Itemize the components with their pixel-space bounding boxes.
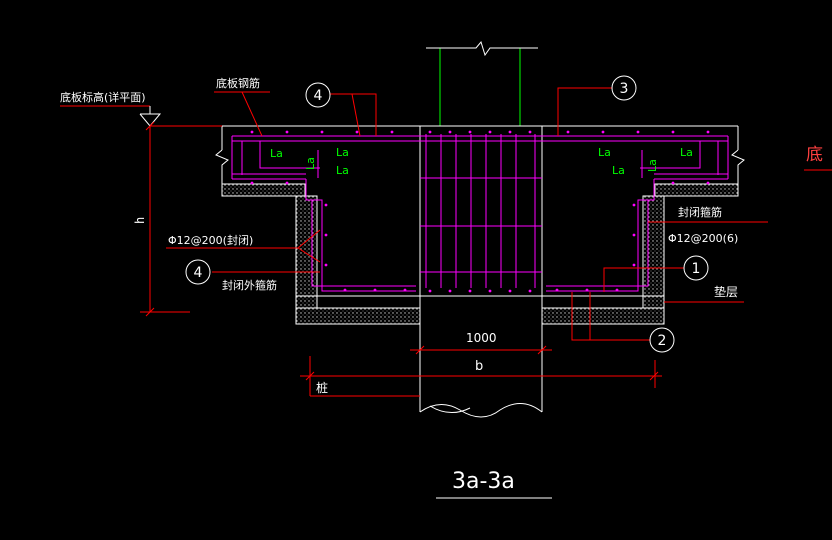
label-bottom-elevation: 底板标高(详平面) [60,90,146,104]
label-rebar-spec-right: Φ12@200(6) [668,232,738,245]
leader-lines [60,87,832,341]
dimension-lines [300,345,662,397]
callout-4-left: 4 [194,265,203,281]
la-right-1: La [598,146,611,159]
rebar-dots [250,130,710,293]
label-stirrup-outer-left: 封闭外箍筋 [222,278,277,292]
cushion-layer [221,183,739,325]
label-stirrup-closed-right: 封闭箍筋 [678,205,722,219]
callout-circles [185,75,709,353]
label-slab-rebar: 底板钢筋 [216,76,260,90]
pile-outline [419,296,543,418]
column-break-mark [426,40,538,57]
slab-rebar [231,134,729,292]
callout-4-top: 4 [314,88,323,104]
callout-1: 1 [692,261,701,277]
label-cushion: 垫层 [714,284,738,299]
label-rebar-spec-left: Φ12@200(封闭) [168,233,253,247]
slab-break-right [731,149,745,172]
la-right-4: La [646,159,659,172]
la-right-2: La [680,146,693,159]
callout-2: 2 [658,333,667,349]
la-left-3: La [336,164,349,177]
la-left-2: La [336,146,349,159]
column-outline [439,48,521,126]
la-left-1: La [270,147,283,160]
dimension-h [140,121,190,317]
elevation-symbol [139,106,162,127]
label-pile: 桩 [316,380,328,395]
slab-break-left [215,149,229,172]
callout-3: 3 [620,81,629,97]
section-title: 3a-3a [452,469,515,494]
label-b: b [475,359,483,374]
label-edge-cut: 底 [806,145,823,165]
la-left-4: La [304,157,317,170]
label-h: h [133,217,147,224]
la-right-3: La [612,164,625,177]
label-dim-1000: 1000 [466,331,497,345]
